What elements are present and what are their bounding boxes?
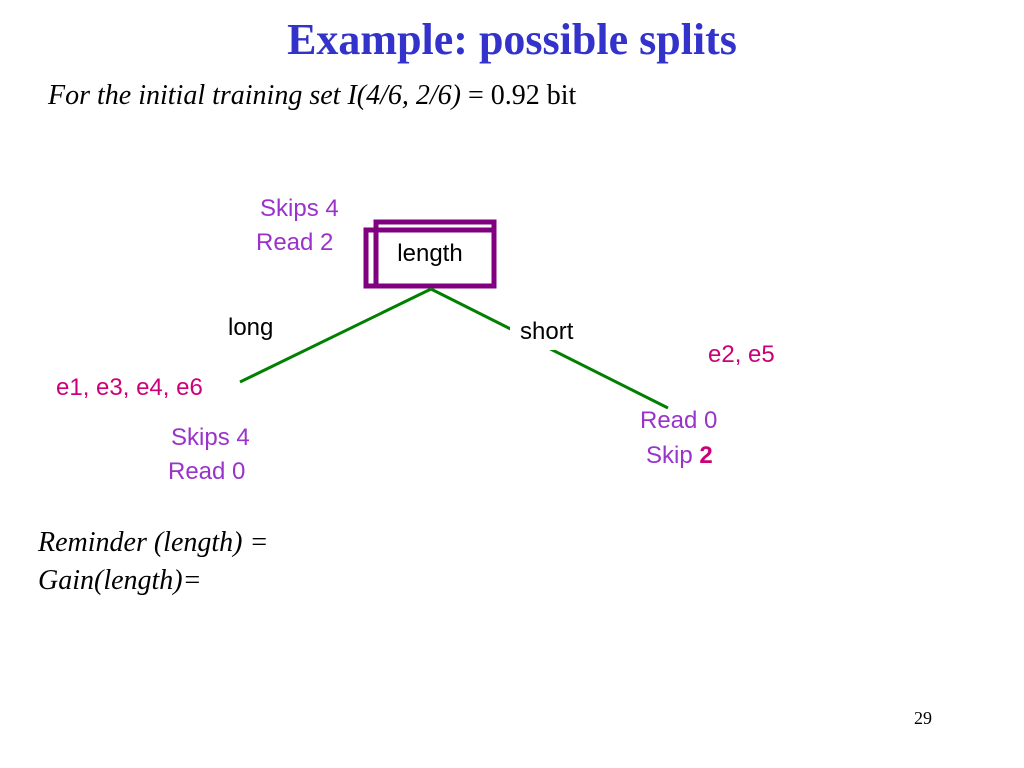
edge-label-short: short [510,318,582,350]
subtitle-prefix: For the initial training set [48,80,341,111]
leaf-short-examples: e2, e5 [708,341,775,368]
slide-title: Example: possible splits [287,15,737,64]
page-number: 29 [914,708,932,728]
reminder-formula: Reminder (length) = [38,527,269,558]
slide-subtitle: For the initial training set I(4/6, 2/6)… [48,80,576,112]
root-node-box-inner [363,227,497,289]
subtitle-result: = 0.92 bit [460,80,577,111]
leaf-short-stats-skip: Skip 2 [646,442,713,469]
leaf-long-stats-read: Read 0 [168,458,246,485]
leaf-long-examples: e1, e3, e4, e6 [56,374,203,401]
leaf-long-stats-skips: Skips 4 [171,424,250,451]
leaf-short-stats-read: Read 0 [640,407,718,434]
root-node-label: length [397,240,463,267]
subtitle-expression: I(4/6, 2/6) [347,80,461,111]
formula-block: Reminder (length) = Gain(length)= [38,524,268,600]
root-stats-skips: Skips 4 [260,195,339,222]
edge-long [239,287,432,384]
root-stats-read: Read 2 [256,229,334,256]
edge-label-long: long [228,314,284,348]
gain-formula: Gain(length)= [38,565,202,596]
